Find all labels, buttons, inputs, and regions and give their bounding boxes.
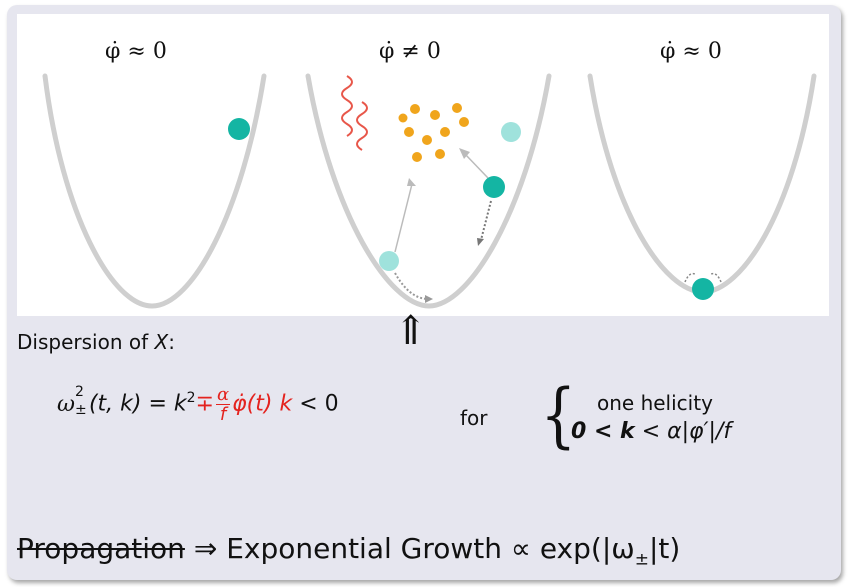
exponential-tail: |t) [648, 532, 681, 565]
panel-label-middle: φ̇ ≠ 0 [379, 39, 441, 64]
ball-left [228, 118, 250, 140]
cases-line-1: one helicity [597, 391, 713, 415]
exponential-growth: Exponential Growth ∝ exp(|ω [226, 532, 635, 565]
phidot-term: φ̇(t) k [232, 391, 293, 417]
k-sup: 2 [186, 390, 196, 407]
potential-well-middle [305, 73, 552, 309]
oscillation-arrows [684, 272, 696, 283]
cases-line-2: 0 < k < α|φ′|/f [571, 419, 732, 444]
propagation-struck: Propagation [17, 532, 185, 565]
wave-2 [356, 101, 368, 151]
wave-1 [341, 75, 353, 137]
ball-middle [483, 176, 505, 198]
variable-x: X [154, 330, 169, 354]
ball-faded-bottom [379, 251, 399, 271]
omega-sup: 2 [74, 383, 84, 400]
omega-sub: ± [74, 401, 87, 418]
args: (t, k) = k [88, 391, 187, 417]
bottom-statement: Propagation ⇒ Exponential Growth ∝ exp(|… [17, 532, 680, 570]
mp-sign: ∓ [195, 391, 214, 417]
up-arrow: ⇑ [394, 308, 428, 354]
potential-figure: φ̇ ≈ 0 φ̇ ≠ 0 φ̇ ≈ 0 [17, 14, 829, 316]
particles [398, 103, 469, 162]
potential-well-left [42, 73, 267, 309]
for-word: for [460, 406, 488, 430]
potential-well-right [587, 73, 817, 295]
less-than-zero: < 0 [292, 391, 339, 417]
cases-brace: { [540, 374, 577, 456]
arrow-up-left [394, 183, 413, 253]
implies-arrow: ⇒ [184, 532, 227, 565]
dotted-arrow-bottom [394, 272, 428, 300]
arrow-up-right [464, 153, 489, 179]
omega-pm-sub: ± [634, 549, 649, 570]
ball-right [692, 278, 714, 300]
dispersion-label: Dispersion of X: [17, 330, 175, 354]
potential-diagram [42, 73, 817, 309]
slide: φ̇ ≈ 0 φ̇ ≠ 0 φ̇ ≈ 0 Dispersion of X: ⇑ … [7, 5, 841, 580]
dotted-arrow-right [480, 200, 492, 241]
panel-label-left: φ̇ ≈ 0 [105, 39, 167, 64]
omega: ω [57, 391, 75, 417]
panel-label-right: φ̇ ≈ 0 [660, 39, 722, 64]
ball-faded-top [501, 122, 521, 142]
